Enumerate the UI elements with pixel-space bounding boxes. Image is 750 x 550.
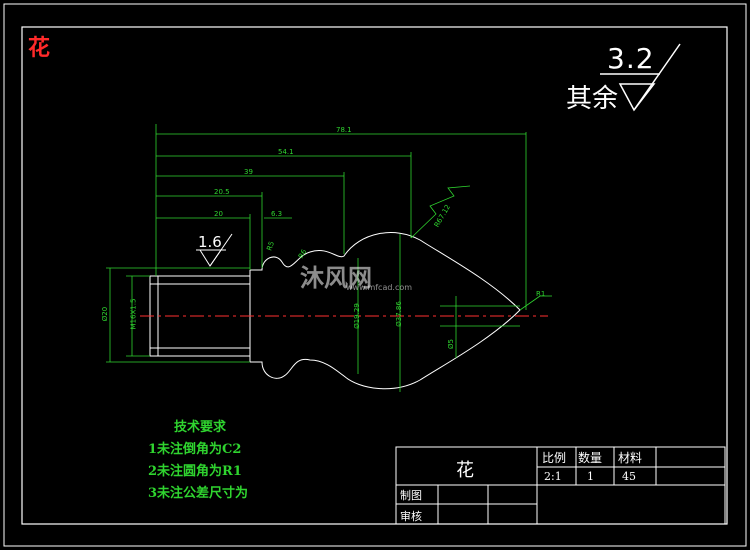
title-block-quantity-value: 1 [587,470,594,483]
roughness-surface-symbol [196,233,233,267]
dim-6-3: 6.3 [271,210,283,218]
dim-dia-19-29: Ø19.29 [352,303,361,329]
drawing-title: 花 [28,35,51,61]
tech-note-2: 2未注圆角为R1 [148,464,242,479]
dim-54-1: 54.1 [278,148,294,156]
part-outline [149,232,521,390]
title-block-checked-label: 审核 [400,510,422,523]
dim-dia-20: Ø20 [101,306,110,322]
title-block-material-value: 45 [622,470,636,483]
dim-thread: M16X1.5 [129,298,138,330]
title-block-header-quantity: 数量 [578,451,603,465]
dim-78-1: 78.1 [336,126,352,134]
watermark-url: www.mfcad.com [346,283,413,292]
dim-dia-5: Ø5 [446,339,455,349]
roughness-surface-value: 1.6 [198,233,222,251]
watermark-brand: 沐风网 [300,264,372,292]
title-block-scale-value: 2:1 [544,470,562,483]
title-block-drawn-label: 制图 [400,489,422,502]
dim-39: 39 [244,168,253,176]
inner-frame [21,26,728,525]
tech-note-1: 1未注倒角为C2 [148,442,242,457]
dim-r1: R1 [536,290,546,298]
dim-20-5: 20.5 [214,188,230,196]
title-block-header-material: 材料 [618,451,643,465]
roughness-rest-value: 3.2 [607,42,655,75]
dim-20: 20 [214,210,223,218]
dimension-lines [106,124,552,392]
roughness-rest-label: 其余 [566,84,619,114]
title-block-header-scale: 比例 [542,451,567,465]
dim-dia-37-86: Ø37.86 [394,301,403,327]
title-block-part-name: 花 [456,460,474,481]
title-block-grid [395,446,726,525]
tech-notes-title: 技术要求 [174,420,227,435]
roughness-rest-symbol [600,43,681,112]
tech-note-3: 3未注公差尺寸为 [148,486,249,501]
outer-frame [3,3,747,547]
